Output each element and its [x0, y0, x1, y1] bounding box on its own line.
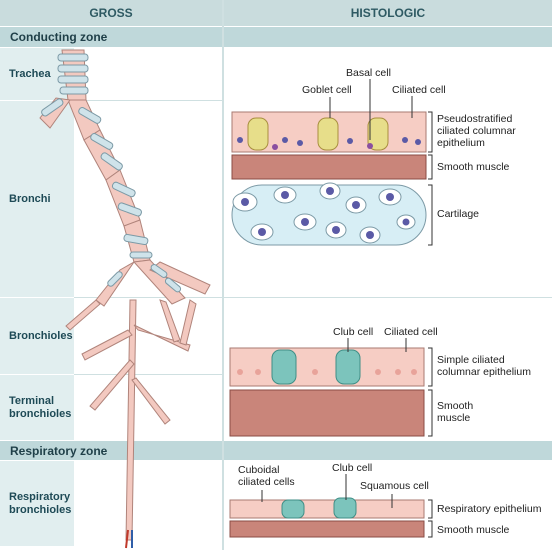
respiratory-smooth-muscle: [229, 520, 425, 538]
bronchioles-label: Bronchioles: [0, 298, 74, 374]
pseudostratified-label: Pseudostratified ciliated columnar epith…: [437, 113, 516, 149]
pseudostratified-epithelium: [231, 111, 427, 153]
club-cell-label: Club cell: [333, 326, 374, 338]
respiratory-muscle-label: Smooth muscle: [437, 524, 510, 536]
gross-header: GROSS: [0, 0, 222, 26]
squamous-cell-label: Squamous cell: [360, 480, 429, 492]
simple-columnar-epithelium: [229, 347, 425, 387]
row-divider: [74, 100, 222, 101]
conducting-zone-bar: Conducting zone: [0, 27, 552, 47]
bronchioles-muscle-label: Smooth muscle: [437, 400, 474, 424]
respiratory-bronchioles-label: Respiratory bronchioles: [0, 461, 74, 546]
respiratory-epithelium-label: Respiratory epithelium: [437, 503, 542, 515]
bronchi-muscle-label: Smooth muscle: [437, 161, 510, 173]
cuboidal-cells-label: Cuboidal ciliated cells: [238, 464, 295, 488]
ciliated-cell-label-2: Ciliated cell: [384, 326, 438, 338]
row-divider: [74, 297, 552, 298]
row-divider: [74, 374, 222, 375]
column-divider: [222, 0, 224, 550]
bronchioles-smooth-muscle: [229, 389, 425, 437]
club-cell-label-3: Club cell: [332, 462, 373, 474]
bronchi-label: Bronchi: [0, 101, 74, 297]
basal-cell-label: Basal cell: [346, 67, 391, 79]
terminal-bronchioles-label: Terminal bronchioles: [0, 375, 74, 440]
respiratory-zone-bar: Respiratory zone: [0, 441, 552, 460]
goblet-cell-label: Goblet cell: [302, 84, 352, 96]
histologic-header: HISTOLOGIC: [224, 0, 552, 26]
respiratory-epithelium-band: [229, 499, 425, 519]
bronchi-smooth-muscle: [231, 154, 427, 180]
ciliated-cell-label: Ciliated cell: [392, 84, 446, 96]
cartilage-label: Cartilage: [437, 208, 480, 220]
simple-columnar-label: Simple ciliated columnar epithelium: [437, 354, 531, 378]
